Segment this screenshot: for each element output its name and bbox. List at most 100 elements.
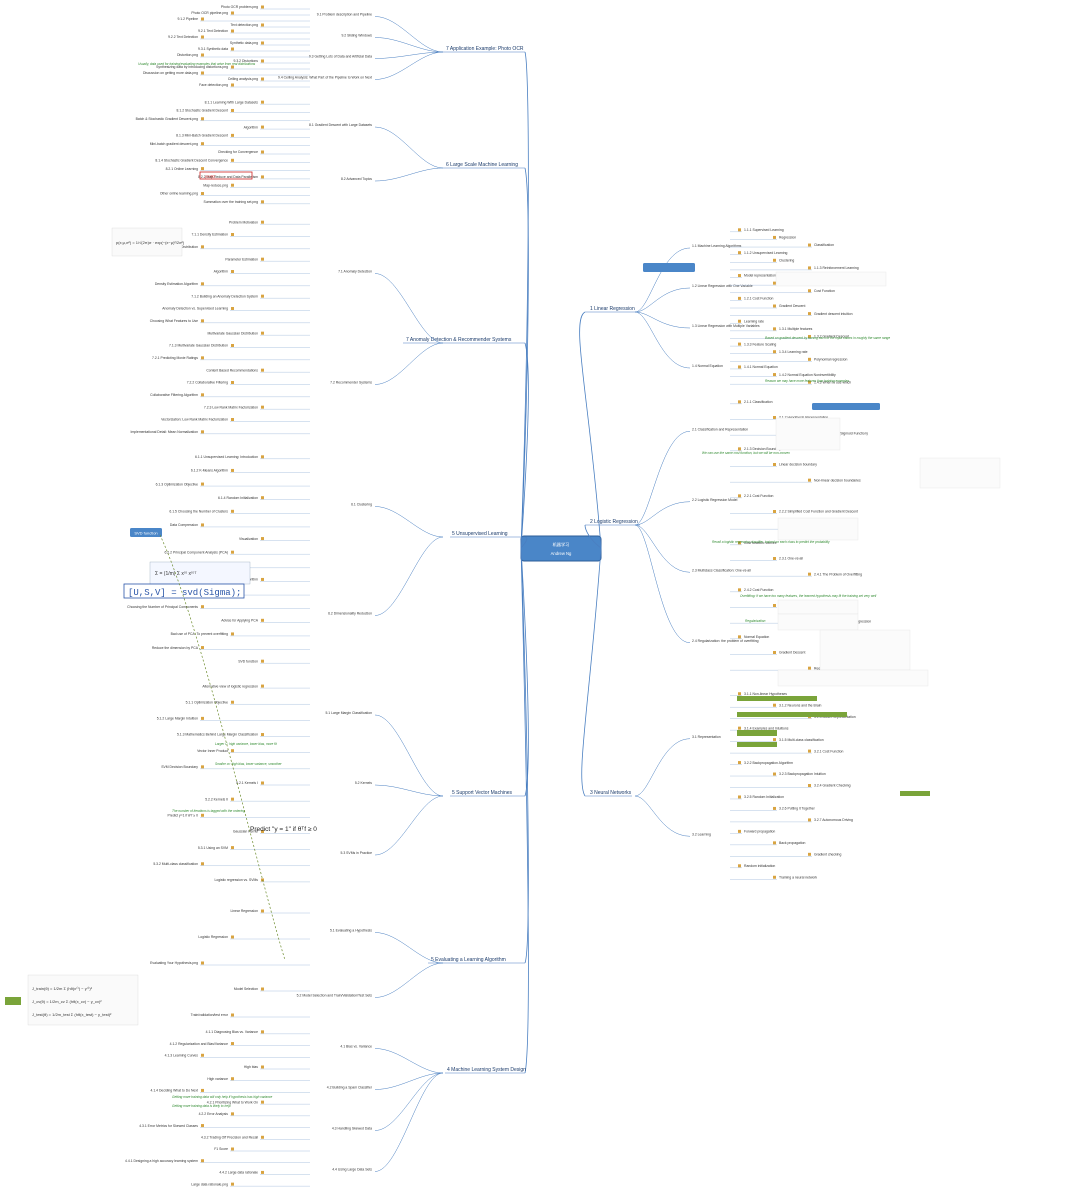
leaf-node[interactable]: Choosing What Features to Use — [150, 319, 198, 323]
sub-branch-node[interactable]: 3.1 Representation — [692, 735, 721, 739]
leaf-node[interactable]: Density Estimation Algorithm — [155, 282, 198, 286]
leaf-node[interactable]: 3.1.1 Non-linear Hypotheses — [744, 692, 787, 696]
leaf-node[interactable]: Polynomial regression — [814, 358, 847, 362]
leaf-node[interactable]: 7.2.2 Collaborative Filtering — [187, 381, 228, 385]
sub-branch-node[interactable]: 5.2 Model Selection and Train/Validation… — [297, 994, 373, 998]
leaf-node[interactable]: 7.1.1 Density Estimation — [191, 233, 228, 237]
leaf-node[interactable]: High bias — [244, 1065, 258, 1069]
leaf-node[interactable]: 4.2.2 Error Analysis — [199, 1112, 229, 1116]
leaf-node[interactable]: Other online learning.png — [160, 192, 198, 196]
leaf-node[interactable]: Algorithm — [244, 125, 258, 129]
leaf-node[interactable]: Back propagation — [779, 841, 806, 845]
leaf-node[interactable]: 5.1.1 Optimization Objective — [186, 700, 229, 704]
sub-branch-node[interactable]: 1.2 Linear Regression with One Variable — [692, 284, 753, 288]
sub-branch-node[interactable]: 1.3 Linear Regression with Multiple Vari… — [692, 324, 760, 328]
leaf-node[interactable]: Parameter Estimation — [225, 257, 258, 261]
leaf-node[interactable]: Gradient Descent — [779, 304, 805, 308]
right-branch-2[interactable]: 2 Logistic Regression — [585, 519, 640, 526]
leaf-node[interactable]: 3.2.4 Gradient Checking — [814, 784, 851, 788]
sub-branch-node[interactable]: 2.1 Classification and Representation — [692, 427, 748, 431]
leaf-node[interactable]: 5.1.2 Large Margin Intuition — [157, 717, 198, 721]
leaf-node[interactable]: 3.2.2 Backpropagation Algorithm — [744, 761, 793, 765]
leaf-node[interactable]: Synthetic data.png — [230, 41, 258, 45]
left-branch-1[interactable]: 7 Application Example: Photo OCR — [443, 46, 525, 53]
sub-branch-node[interactable]: 1.4 Normal Equation — [692, 364, 723, 368]
leaf-node[interactable]: Learning rate — [744, 319, 764, 323]
sub-branch-node[interactable]: 7.1 Anomaly Detection — [338, 270, 372, 274]
leaf-node[interactable]: 3.1.2 Neurons and the Brain — [779, 703, 822, 707]
left-branch-4[interactable]: 5 Unsupervised Learning — [450, 531, 525, 538]
leaf-node[interactable]: Large data rationale.png — [191, 1182, 228, 1186]
leaf-node[interactable]: 3.2.7 Autonomous Driving — [814, 818, 853, 822]
right-blue-tag-2[interactable] — [812, 403, 880, 410]
sub-branch-node[interactable]: 3.2 Learning — [692, 832, 711, 836]
leaf-node[interactable]: 1.1.3 Reinforcement Learning — [814, 266, 859, 270]
sub-branch-node[interactable]: 4.2 Building a Spam Classifier — [327, 1086, 373, 1090]
sub-branch-node[interactable]: 4.3 Handling Skewed Data — [332, 1127, 372, 1131]
leaf-node[interactable]: 2.1.2 Hypothesis Representation — [779, 416, 828, 420]
leaf-node[interactable]: 5.1.3 Mathematics Behind Large Margin Cl… — [177, 733, 258, 737]
sub-branch-node[interactable]: 2.2 Logistic Regression Model — [692, 498, 738, 502]
leaf-node[interactable]: Summation over the training set.png — [204, 200, 259, 204]
leaf-node[interactable]: Cost function: convex — [744, 541, 777, 545]
leaf-node[interactable]: SVD function — [238, 659, 258, 663]
leaf-node[interactable]: 4.1.4 Deciding What to Do Next — [151, 1089, 199, 1093]
leaf-node[interactable]: 5.3.2 Multi-class classification — [153, 862, 198, 866]
leaf-node[interactable]: 3.1.5 Multi-class classification — [779, 738, 824, 742]
leaf-node[interactable]: Gradient descent intuition — [814, 312, 853, 316]
right-branch-1[interactable]: 1 Linear Regression — [585, 306, 635, 313]
leaf-node[interactable]: 4.4.2 Large data rationale — [219, 1171, 258, 1175]
left-branch-7[interactable]: 4 Machine Learning System Design — [445, 1067, 526, 1074]
leaf-node[interactable]: 1.4.1 Normal Equation — [744, 365, 778, 369]
leaf-node[interactable]: 4.4.1 Designing a high accuracy learning… — [125, 1159, 198, 1163]
leaf-node[interactable]: Problem Motivation — [229, 220, 258, 224]
leaf-node[interactable]: High variance — [207, 1077, 228, 1081]
leaf-node[interactable]: 7.2.1 Predicting Movie Ratings — [152, 356, 198, 360]
leaf-node[interactable]: Checking for Convergence — [218, 150, 258, 154]
leaf-node[interactable]: 4.3.1 Error Metrics for Skewed Classes — [139, 1124, 198, 1128]
leaf-node[interactable]: Random initialization — [744, 864, 775, 868]
leaf-node[interactable]: Algorithm — [214, 270, 228, 274]
leaf-node[interactable]: Reduce the dimension by PCA — [152, 646, 199, 650]
leaf-node[interactable]: Predict y=1 if θᵀf ≥ 0 — [167, 814, 198, 818]
leaf-node[interactable]: 9.1.2 Pipeline — [177, 17, 198, 21]
leaf-node[interactable]: Train/validation/test error — [191, 1013, 229, 1017]
leaf-node[interactable]: 2.4.1 The Problem of Overfitting — [814, 572, 862, 576]
leaf-node[interactable]: 6.1.3 Optimization Objective — [156, 482, 199, 486]
leaf-node[interactable]: 2.3.1 One-vs-all — [779, 557, 803, 561]
leaf-node[interactable]: Training a neural network — [779, 875, 817, 879]
sub-branch-node[interactable]: 2.3 Multiclass Classification: One-vs-al… — [692, 568, 751, 572]
leaf-node[interactable]: Photo OCR problem.png — [221, 5, 258, 9]
leaf-node[interactable]: Map-reduce.png — [203, 183, 228, 187]
sub-branch-node[interactable]: 8.1 Gradient Descent with Large Datasets — [309, 123, 372, 127]
leaf-node[interactable]: 1.3.4 Learning rate — [779, 350, 808, 354]
leaf-node[interactable]: 2.4.2 Cost Function — [744, 588, 774, 592]
leaf-node[interactable]: 5.2.1 Kernels I — [236, 781, 258, 785]
leaf-node[interactable]: 1.4.2 Normal Equation Noninvertibility — [779, 373, 836, 377]
sub-branch-node[interactable]: 4.4 Using Large Data Sets — [332, 1168, 372, 1172]
leaf-node[interactable]: Forward propagation — [744, 830, 775, 834]
right-blue-tag-1[interactable] — [643, 263, 695, 272]
leaf-node[interactable]: Bad use of PCA: To prevent overfitting — [171, 632, 229, 636]
sub-branch-node[interactable]: 5.1 Large Margin Classification — [325, 711, 372, 715]
leaf-node[interactable]: Linear Regression — [230, 909, 258, 913]
leaf-node[interactable]: Discussion on getting more data.png — [143, 71, 198, 75]
sub-branch-node[interactable]: 5.2 Kernels — [355, 781, 372, 785]
leaf-node[interactable]: 1.3.1 Multiple features — [779, 327, 813, 331]
leaf-node[interactable]: Gradient Descent — [779, 651, 805, 655]
leaf-node[interactable]: 2.2.2 Simplified Cost Function and Gradi… — [779, 510, 858, 514]
leaf-node[interactable]: 3.2.5 Random Initialization — [744, 795, 784, 799]
right-branch-3[interactable]: 3 Neural Networks — [585, 790, 632, 797]
leaf-node[interactable]: 6.1.4 Random Initialization — [218, 496, 258, 500]
leaf-node[interactable]: 5.2.2 Kernels II — [205, 797, 228, 801]
sub-branch-node[interactable]: 5.1 Evaluating a Hypothesis — [330, 929, 372, 933]
leaf-node[interactable]: 8.2.2 Map Reduce and Data Parallelism — [198, 175, 258, 179]
leaf-node[interactable]: 8.1.3 Mini-Batch Gradient Descent — [176, 134, 228, 138]
leaf-node[interactable]: Face detection.png — [199, 83, 228, 87]
leaf-node[interactable]: 9.3.2 Distortions — [234, 59, 259, 63]
sub-branch-node[interactable]: 4.1 Bias vs. Variance — [340, 1045, 372, 1049]
sub-branch-node[interactable]: 7.2 Recommender Systems — [330, 381, 372, 385]
leaf-node[interactable]: Advice for Applying PCA — [221, 619, 258, 623]
leaf-node[interactable]: Logistic function (Sigmoid Function) — [814, 431, 868, 435]
leaf-node[interactable]: Vector Inner Product — [197, 749, 228, 753]
